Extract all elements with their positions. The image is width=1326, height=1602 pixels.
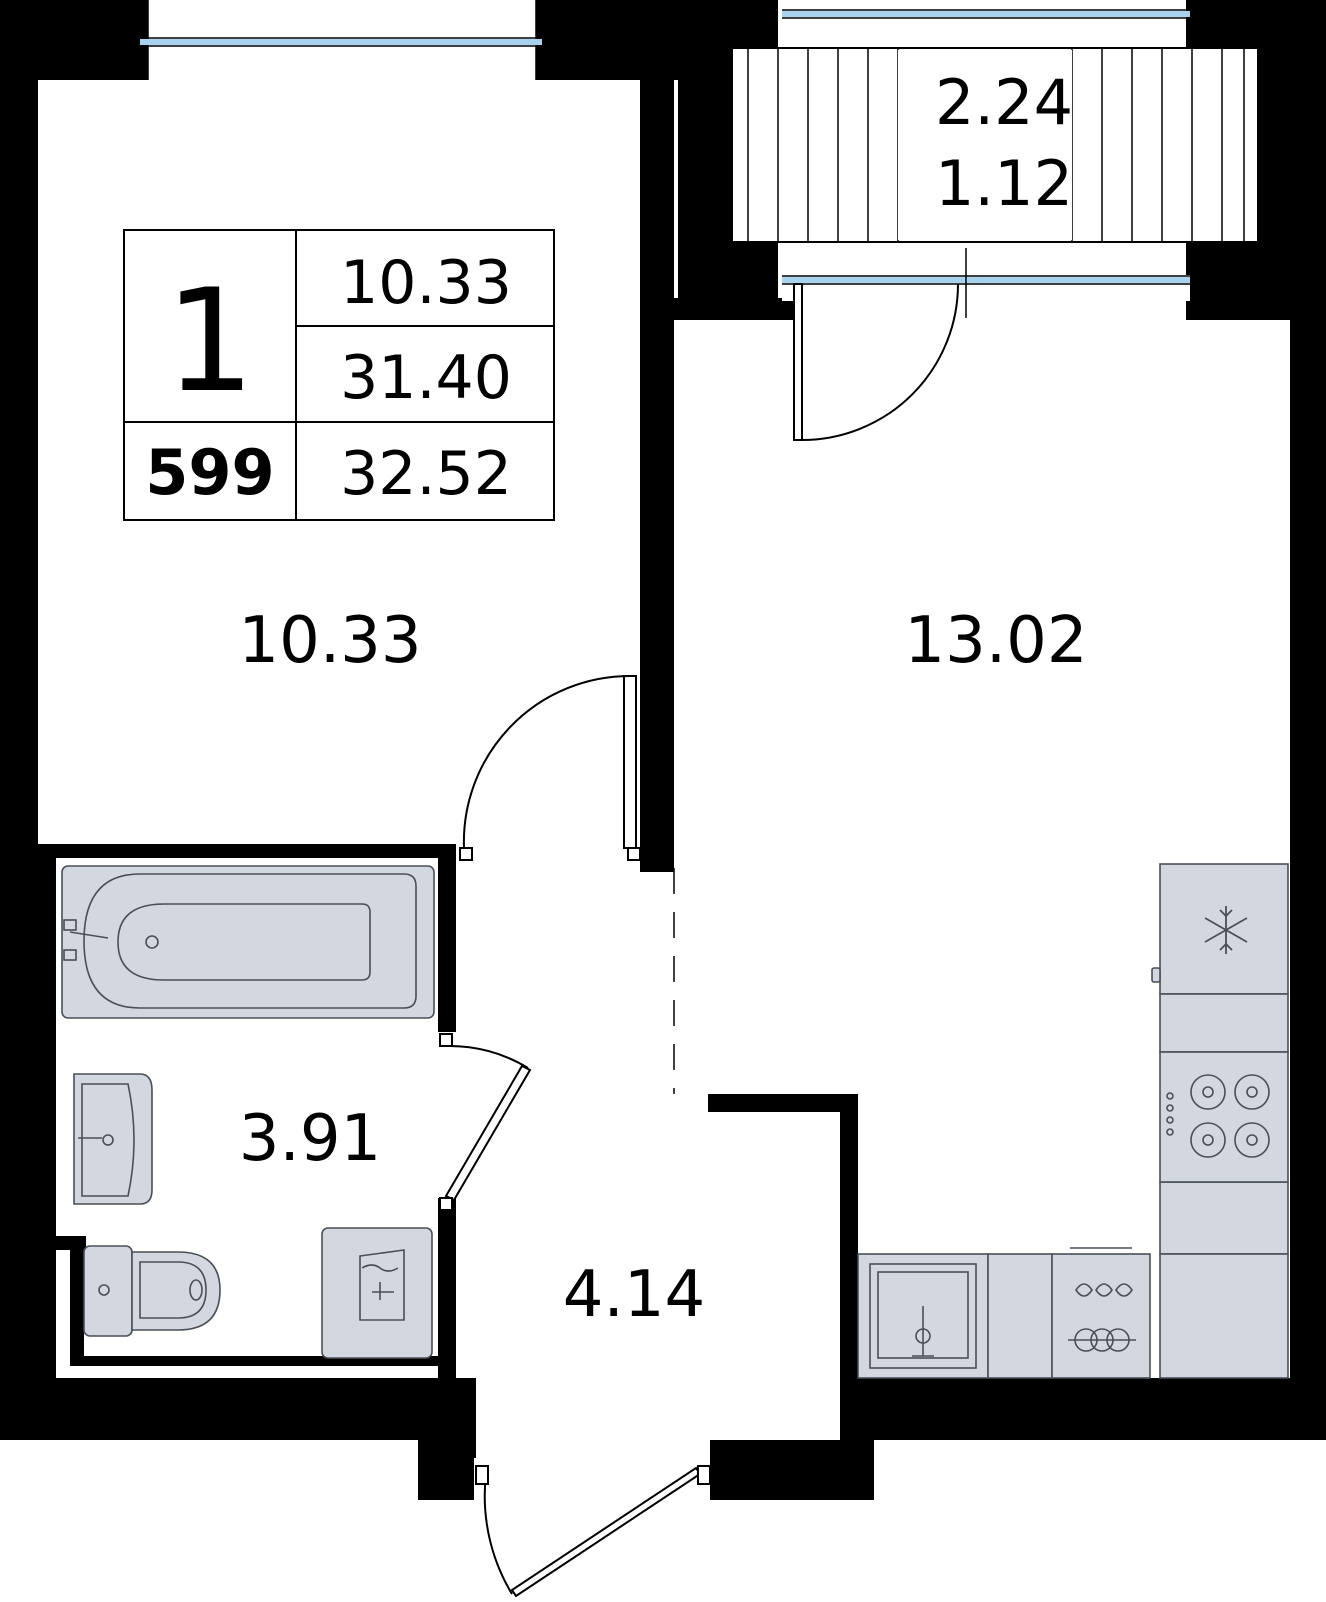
fridge	[1151, 863, 1289, 995]
total-area-value: 31.40	[340, 343, 512, 413]
living-area-value: 10.33	[340, 248, 512, 318]
balcony: 2.24 1.12	[731, 47, 1259, 243]
kitchen-counter	[857, 1247, 1151, 1379]
balcony-door	[793, 283, 959, 441]
dishwasher-icon	[1051, 1247, 1151, 1379]
bathtub-icon	[61, 865, 435, 1019]
bedroom-door	[459, 675, 641, 861]
snowflake-icon	[1204, 906, 1248, 954]
bathroom-door	[439, 1033, 532, 1211]
apartment-number: 599	[145, 436, 274, 509]
sink-icon	[73, 1073, 153, 1205]
bathroom-area-label: 3.91	[239, 1102, 382, 1176]
bedroom-area-label: 10.33	[238, 604, 421, 678]
washing-machine-icon	[321, 1227, 433, 1359]
counter-column	[1159, 993, 1289, 1379]
toilet-icon	[83, 1245, 221, 1337]
windows	[140, 0, 1190, 318]
hallway-area-label: 4.14	[563, 1258, 706, 1332]
stove-icon	[1159, 1051, 1289, 1183]
balcony-reduced-area: 1.12	[935, 147, 1073, 220]
kitchen-sink-icon	[869, 1263, 977, 1369]
total-area-with-balcony-value: 32.52	[340, 439, 512, 509]
rooms-count: 1	[165, 259, 255, 424]
kitchen-living-area-label: 13.02	[904, 604, 1087, 678]
entrance-door	[475, 1465, 711, 1598]
balcony-area: 2.24	[935, 66, 1073, 139]
summary-table: 1 10.33 31.40 599 32.52	[123, 229, 555, 521]
